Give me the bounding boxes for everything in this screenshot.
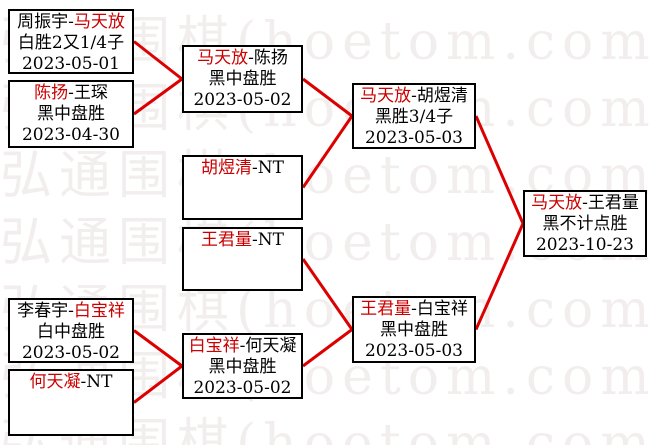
match-date: 2023-04-30: [21, 125, 120, 145]
winner-name: 马天放: [531, 193, 583, 213]
player-names: 李春宇-白宝祥: [10, 301, 132, 322]
player-names: 胡煜清-NT: [184, 158, 301, 179]
player-name: -胡煜清: [411, 86, 468, 106]
winner-name: 马天放: [197, 48, 249, 68]
match-result: 黑不计点胜: [542, 214, 628, 234]
match-result: 黑中盘胜: [208, 357, 277, 377]
match-date: 2023-05-02: [193, 90, 292, 110]
player-name: -陈扬: [248, 48, 288, 68]
match-box-m5: 胡煜清-NT: [182, 155, 303, 220]
match-box-m8: 何天凝-NT: [8, 369, 134, 436]
match-result: [184, 251, 301, 272]
player-names: 王君量-NT: [184, 230, 301, 251]
winner-name: 王君量: [360, 299, 412, 319]
match-box-m6: 王君量-NT: [182, 227, 303, 291]
player-name: -何天凝: [239, 336, 297, 356]
match-date: 2023-10-23: [535, 235, 634, 255]
player-names: 马天放-陈扬: [184, 48, 301, 69]
player-names: 陈扬-王琛: [10, 83, 132, 104]
winner-name: 马天放: [360, 86, 412, 106]
match-result: 黑中盘胜: [208, 69, 277, 89]
winner-name: 陈扬: [34, 83, 69, 103]
player-name: -白宝祥: [411, 299, 468, 319]
match-result: 黑胜3/4子: [374, 107, 454, 127]
player-names: 王君量-白宝祥: [354, 299, 474, 320]
player-name: -NT: [80, 372, 113, 392]
match-result: 黑中盘胜: [380, 320, 448, 340]
player-name: -王君量: [582, 193, 639, 213]
match-date: [184, 272, 301, 293]
winner-name: 胡煜清: [201, 158, 253, 178]
match-result: [184, 179, 301, 200]
player-names: 马天放-胡煜清: [354, 86, 474, 107]
match-date: 2023-05-01: [21, 54, 120, 74]
match-date: 2023-05-02: [21, 343, 120, 363]
player-names: 何天凝-NT: [10, 372, 132, 393]
player-name: 周振宇-: [17, 12, 74, 32]
match-result: [10, 393, 132, 414]
player-name: -王琛: [68, 83, 108, 103]
player-name: -NT: [252, 158, 284, 178]
winner-name: 马天放: [73, 12, 125, 32]
match-date: [184, 200, 301, 221]
player-name: 李春宇-: [17, 301, 74, 321]
winner-name: 王君量: [201, 230, 253, 250]
player-names: 白宝祥-何天凝: [184, 336, 301, 357]
match-date: 2023-05-03: [364, 341, 463, 361]
player-name: -NT: [252, 230, 284, 250]
winner-name: 何天凝: [29, 372, 81, 392]
match-date: 2023-05-03: [364, 128, 463, 148]
match-date: 2023-05-02: [193, 378, 292, 398]
player-names: 周振宇-马天放: [10, 12, 132, 33]
match-result: 黑中盘胜: [37, 104, 105, 124]
player-names: 马天放-王君量: [525, 193, 645, 214]
match-result: 白中盘胜: [37, 322, 105, 342]
match-date: [10, 414, 132, 435]
match-result: 白胜2又1/4子: [17, 33, 125, 53]
winner-name: 白宝祥: [188, 336, 240, 356]
winner-name: 白宝祥: [73, 301, 125, 321]
